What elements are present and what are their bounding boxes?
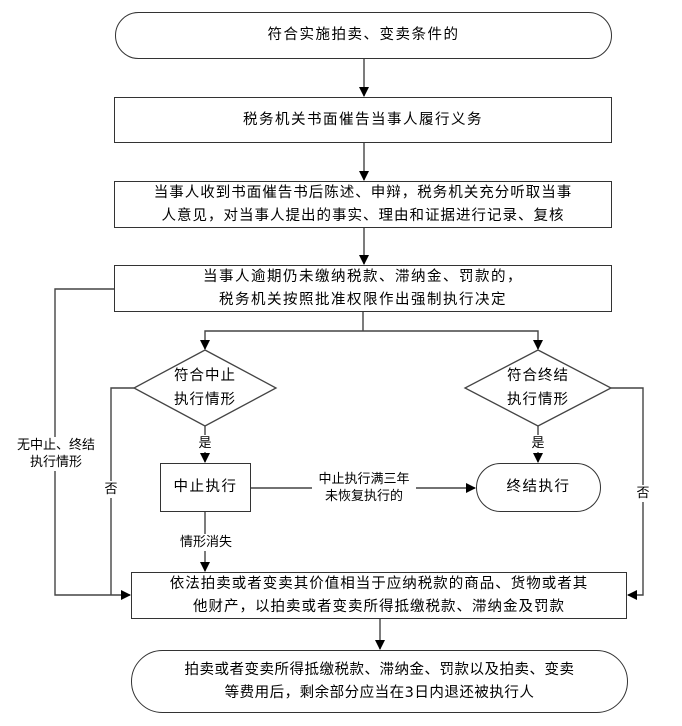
end-node: 拍卖或者变卖所得抵缴税款、滞纳金、罚款以及拍卖、变卖 等费用后，剩余部分应当在3… — [131, 650, 628, 713]
start-node-text: 符合实施拍卖、变卖条件的 — [267, 27, 460, 43]
label-suspend-yes: 是 — [197, 435, 213, 452]
label-situation-gone: 情形消失 — [176, 534, 236, 551]
terminate-node: 终结执行 — [476, 463, 601, 512]
label-no-suspend-terminate: 无中止、终结 执行情形 — [12, 437, 100, 471]
label-terminate-yes: 是 — [530, 435, 546, 452]
statement-node-text: 当事人收到书面催告书后陈述、申辩，税务机关充分听取当事 人意见，对当事人提出的事… — [153, 184, 573, 224]
terminate-check-text: 符合终结 执行情形 — [507, 368, 569, 408]
statement-node: 当事人收到书面催告书后陈述、申辩，税务机关充分听取当事 人意见，对当事人提出的事… — [114, 181, 612, 228]
urge-node: 税务机关书面催告当事人履行义务 — [114, 97, 612, 143]
suspend-check-text: 符合中止 执行情形 — [174, 368, 236, 408]
end-node-text: 拍卖或者变卖所得抵缴税款、滞纳金、罚款以及拍卖、变卖 等费用后，剩余部分应当在3… — [184, 661, 575, 701]
arrow-to-terminate-check — [363, 330, 543, 350]
arrow-to-suspend-check — [200, 330, 363, 350]
terminate-node-text: 终结执行 — [506, 479, 571, 495]
suspend-check-diamond — [132, 349, 278, 427]
urge-node-text: 税务机关书面催告当事人履行义务 — [243, 111, 483, 128]
start-node: 符合实施拍卖、变卖条件的 — [115, 12, 612, 59]
terminate-check-diamond — [463, 349, 613, 427]
suspend-node-text: 中止执行 — [173, 479, 238, 495]
label-suspend-no: 否 — [103, 481, 119, 498]
decision-node-text: 当事人逾期仍未缴纳税款、滞纳金、罚款的， 税务机关按照批准权限作出强制执行决定 — [203, 268, 523, 308]
label-suspend-to-terminate: 中止执行满三年 未恢复执行的 — [312, 471, 416, 505]
auction-node: 依法拍卖或者变卖其价值相当于应纳税款的商品、货物或者其 他财产，以拍卖或者变卖所… — [131, 572, 627, 619]
decision-node: 当事人逾期仍未缴纳税款、滞纳金、罚款的， 税务机关按照批准权限作出强制执行决定 — [114, 265, 612, 312]
suspend-node: 中止执行 — [160, 463, 251, 512]
arrow-suspend-no — [110, 387, 134, 595]
label-terminate-no: 否 — [635, 485, 651, 502]
auction-node-text: 依法拍卖或者变卖其价值相当于应纳税款的商品、货物或者其 他财产，以拍卖或者变卖所… — [169, 575, 589, 615]
